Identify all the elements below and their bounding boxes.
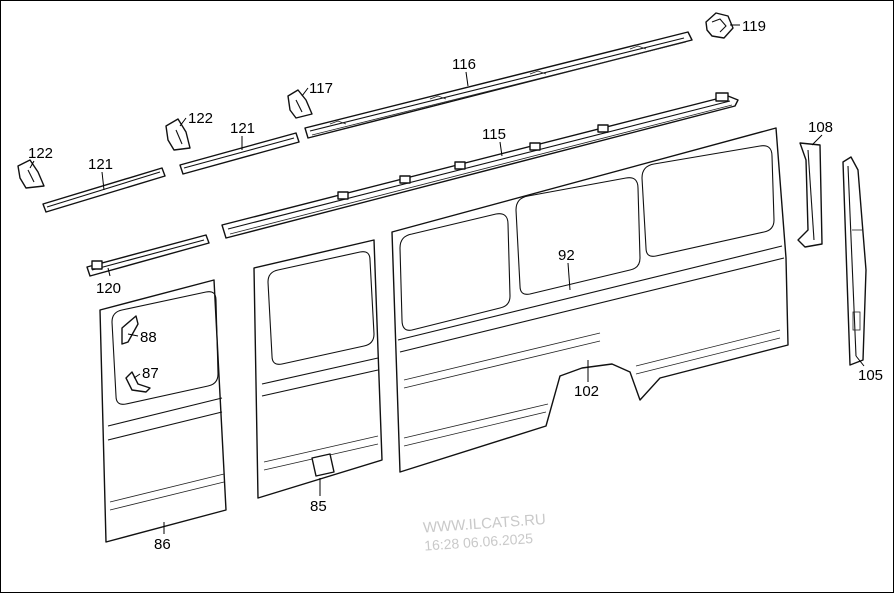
rail-115[interactable] xyxy=(221,92,739,239)
fuel-flap xyxy=(311,453,335,477)
trim-87 xyxy=(125,371,151,393)
trim-88 xyxy=(121,315,139,345)
leader-lines xyxy=(29,24,865,534)
door-panel-85[interactable] xyxy=(253,239,383,499)
callout-117[interactable]: 117 xyxy=(309,80,333,97)
callout-87[interactable]: 87 xyxy=(142,365,159,382)
callout-102[interactable]: 102 xyxy=(574,383,599,400)
window-92c xyxy=(641,145,775,257)
callout-119[interactable]: 119 xyxy=(742,18,766,35)
callout-121-left[interactable]: 121 xyxy=(88,156,113,173)
callout-116[interactable]: 116 xyxy=(452,56,476,73)
callout-108[interactable]: 108 xyxy=(808,119,833,136)
callout-121-right[interactable]: 121 xyxy=(230,120,255,137)
callout-122-left[interactable]: 122 xyxy=(28,145,53,162)
watermark: WWW.ILCATS.RU 16:28 06.06.2025 xyxy=(422,511,546,554)
watermark-timestamp: 16:28 06.06.2025 xyxy=(424,530,534,554)
callout-115[interactable]: 115 xyxy=(482,126,506,143)
front-panel-86[interactable] xyxy=(99,279,227,543)
side-panel-102[interactable] xyxy=(391,127,789,473)
callout-86[interactable]: 86 xyxy=(154,536,171,553)
pillar-108[interactable] xyxy=(797,142,823,248)
rail-121-right[interactable] xyxy=(179,132,300,175)
callout-labels: 119 116 117 122 121 122 121 115 108 92 1… xyxy=(28,18,883,553)
callout-85[interactable]: 85 xyxy=(310,498,327,515)
window-92a xyxy=(399,213,511,331)
rail-116[interactable] xyxy=(304,31,693,139)
callout-120[interactable]: 120 xyxy=(96,280,121,297)
bracket-119[interactable] xyxy=(705,12,734,39)
callout-88[interactable]: 88 xyxy=(140,329,157,346)
callout-122-right[interactable]: 122 xyxy=(188,110,213,127)
bracket-122-right[interactable] xyxy=(165,118,191,151)
rail-120[interactable] xyxy=(86,234,210,277)
callout-92[interactable]: 92 xyxy=(558,247,575,264)
callout-105[interactable]: 105 xyxy=(858,367,883,384)
bracket-117[interactable] xyxy=(287,89,313,119)
bracket-122-left[interactable] xyxy=(17,159,45,189)
window-92b xyxy=(515,177,641,295)
pillar-105[interactable] xyxy=(842,156,867,366)
